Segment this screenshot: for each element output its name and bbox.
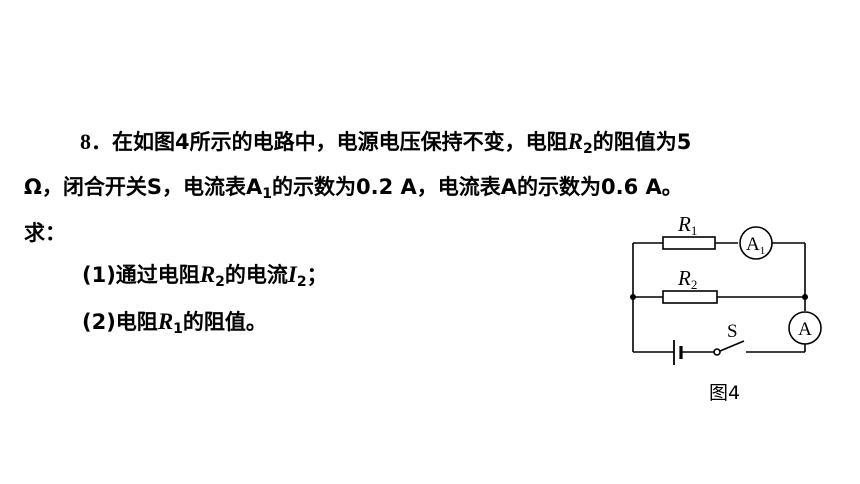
resistor-r1: [662, 236, 716, 250]
problem-text-1b: 的阻值为5: [592, 130, 692, 154]
sub1-var-r-sub: 2: [215, 274, 225, 290]
problem-text-2b: 的示数为0.2 A，电流表A的示数为0.6 A。: [271, 175, 683, 199]
problem-text-1a: 在如图4所示的电路中，电源电压保持不变，电阻: [112, 130, 568, 154]
label-r2: R2: [677, 266, 697, 292]
sub2-suffix: 的阻值。: [182, 310, 267, 334]
junction-left: [630, 294, 636, 300]
sub2-prefix: (2)电阻: [82, 310, 158, 334]
label-ammeter-a1: A1: [746, 234, 765, 257]
switch-pivot: [713, 348, 721, 356]
circuit-diagram: R1 R2 A1 A S: [630, 212, 822, 365]
sub2-var-r-sub: 1: [173, 321, 183, 337]
sub-question-2: (2)电阻R1的阻值。: [82, 306, 267, 337]
var-r2: R: [567, 129, 583, 154]
label-switch: S: [727, 321, 738, 342]
problem-line-3: 求：: [24, 217, 66, 247]
sub1-var-i-sub: 2: [296, 274, 307, 290]
switch-lever: [719, 340, 745, 352]
sub1-prefix: (1)通过电阻: [82, 263, 200, 287]
sub1-suffix: ；: [306, 263, 328, 287]
problem-line-1: 8．在如图4所示的电路中，电源电压保持不变，电阻R2的阻值为5: [80, 126, 691, 157]
problem-number: 8: [80, 129, 91, 154]
figure-caption: 图4: [709, 382, 741, 404]
label-r1: R1: [677, 212, 697, 238]
problem-text-2a: Ω，闭合开关S，电流表A: [24, 175, 263, 199]
sub1-var-r: R: [199, 262, 216, 287]
problem-number-sep: ．: [91, 130, 112, 154]
resistor-r2: [662, 290, 718, 304]
sub-question-1: (1)通过电阻R2的电流I2；: [82, 259, 328, 290]
problem-line-2: Ω，闭合开关S，电流表A1的示数为0.2 A，电流表A的示数为0.6 A。: [24, 171, 683, 202]
sub1-mid: 的电流: [224, 263, 288, 287]
var-r2-sub: 2: [582, 141, 593, 157]
ammeter-a1-sub: 1: [262, 186, 272, 202]
problem-ask: 求：: [24, 221, 66, 245]
junction-right: [802, 294, 808, 300]
sub1-var-i: I: [287, 262, 297, 287]
sub2-var-r: R: [157, 309, 174, 334]
label-ammeter-a: A: [798, 319, 812, 340]
